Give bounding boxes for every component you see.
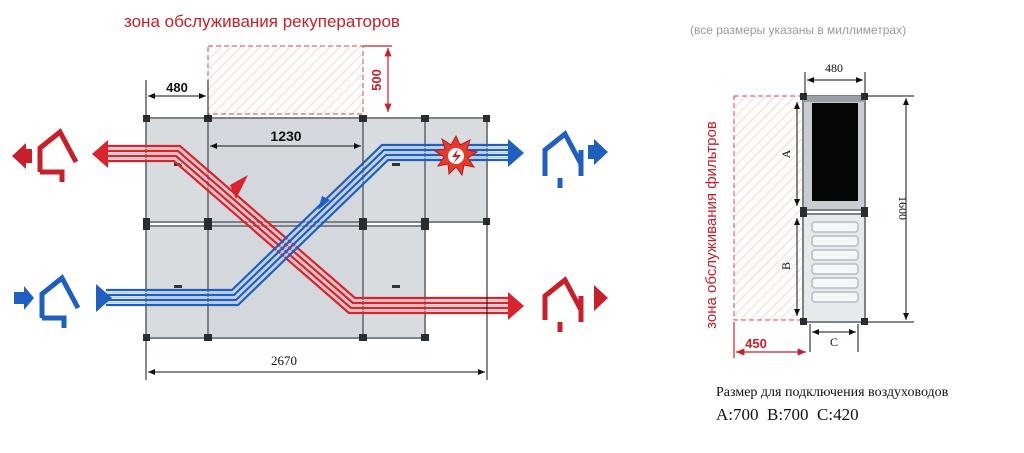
house-supply-icon (542, 130, 608, 188)
dim-c-label: C (830, 335, 838, 349)
cold-direction-arrow (318, 196, 330, 210)
dim-a-label: A (779, 149, 793, 158)
dim-left-module: 480 (145, 80, 209, 118)
dim-side-width-value: 480 (825, 61, 843, 75)
cold-intake-arrow (96, 284, 112, 312)
dim-filter-depth: 450 (733, 322, 806, 358)
recuperator-service-zone (207, 45, 364, 115)
dim-total-length-value: 2670 (271, 353, 297, 368)
dim-left-module-value: 480 (166, 80, 188, 95)
house-intake-icon (14, 274, 81, 328)
dim-a: A (779, 102, 800, 206)
house-exhaust-icon (12, 128, 79, 182)
dim-recuperator: 1230 (210, 128, 361, 149)
duct-connection-values: A:700 B:700 C:420 (716, 405, 859, 424)
dim-filter-depth-value: 450 (745, 336, 767, 351)
filter-service-zone (733, 95, 805, 321)
duct-connection-title: Размер для подключения воздуховодов (716, 385, 949, 400)
dim-side-height: 1600 (866, 95, 914, 323)
hot-outlet-arrow (92, 140, 108, 168)
dim-service-height: 500 (363, 45, 392, 112)
side-view-unit (800, 93, 868, 325)
units-note: (все размеры указаны в миллиметрах) (690, 23, 906, 37)
hot-inlet-arrow (508, 292, 524, 320)
cold-supply-arrow (508, 139, 524, 167)
dim-side-height-value: 1600 (896, 196, 910, 220)
heater-icon (433, 134, 479, 177)
hot-direction-arrow (230, 175, 248, 199)
dim-c: C (809, 324, 859, 352)
dim-side-width: 480 (804, 61, 866, 94)
dim-b: B (779, 218, 800, 316)
recuperator-zone-label: зона обслуживания рекуператоров (124, 12, 400, 31)
dim-recuperator-value: 1230 (270, 128, 301, 144)
dim-total-length: 2670 (145, 222, 488, 380)
house-return-icon (542, 276, 608, 332)
dim-service-height-value: 500 (369, 69, 384, 91)
filter-zone-label: зона обслуживания фильтров (703, 121, 720, 329)
dim-b-label: B (779, 262, 793, 270)
hot-airflow-top (106, 144, 512, 315)
